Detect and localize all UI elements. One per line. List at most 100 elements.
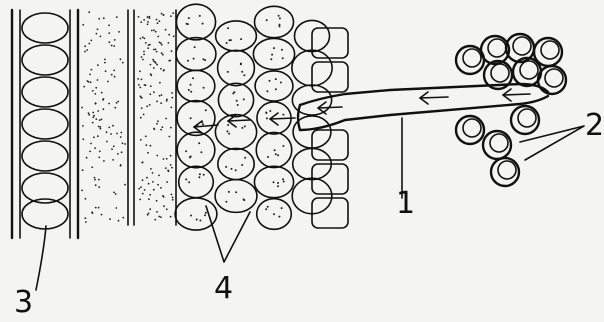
cell-dot xyxy=(226,130,228,132)
cell-dot xyxy=(278,15,280,17)
stipple-dot xyxy=(140,95,142,97)
stipple-dot xyxy=(118,31,120,33)
stipple-dot xyxy=(82,169,84,171)
cell-dot xyxy=(202,58,204,60)
stipple-dot xyxy=(122,142,124,144)
stipple-dot xyxy=(101,214,103,216)
stipple-dot xyxy=(139,70,141,72)
soil-particle xyxy=(491,158,519,186)
stipple-dot xyxy=(142,193,144,195)
cell-dot xyxy=(273,47,275,49)
stipple-dot xyxy=(171,50,173,52)
xylem-ring xyxy=(22,45,68,75)
cortex-cell xyxy=(177,70,215,101)
stipple-dot xyxy=(140,139,142,141)
stipple-dot xyxy=(100,128,102,130)
stipple-dot xyxy=(172,197,174,199)
cell-dot xyxy=(281,207,283,209)
soil-particle xyxy=(538,66,566,94)
stipple-dot xyxy=(98,207,100,209)
cell-dot xyxy=(228,191,230,193)
stipple-dot xyxy=(170,127,172,129)
stipple-dot xyxy=(149,194,151,196)
stipple-dot xyxy=(148,198,150,200)
cell-dot xyxy=(283,181,285,183)
stipple-dot xyxy=(95,207,97,209)
stipple-dot xyxy=(109,218,111,220)
stipple-dot xyxy=(158,175,160,177)
cell-dot xyxy=(267,156,269,158)
stipple-dot xyxy=(166,158,168,160)
stipple-dot xyxy=(156,155,158,157)
stipple-dot xyxy=(124,143,126,145)
stipple-dot xyxy=(88,43,90,45)
arrow-2 xyxy=(420,92,448,104)
stipple-dot xyxy=(88,112,90,114)
stipple-dot xyxy=(139,87,141,89)
stipple-dot xyxy=(150,73,152,75)
arrow-1 xyxy=(503,89,530,101)
stipple-dot xyxy=(86,157,88,159)
stipple-dot xyxy=(95,118,97,120)
stipple-dot xyxy=(170,164,172,166)
stipple-dot xyxy=(140,117,142,119)
stipple-dot xyxy=(84,45,86,47)
stipple-dot xyxy=(94,177,96,179)
stipple-dot xyxy=(122,217,124,219)
stipple-dot xyxy=(150,64,152,66)
stipple-dot xyxy=(148,213,150,215)
cell-dot xyxy=(199,173,201,175)
stipple-dot xyxy=(165,29,167,31)
stipple-dot xyxy=(106,131,108,133)
cell-dot xyxy=(228,39,230,41)
cell-dot xyxy=(244,125,246,127)
stipple-dot xyxy=(156,211,158,213)
stipple-dot xyxy=(96,33,98,35)
stipple-dot xyxy=(163,158,165,160)
cell-dot xyxy=(187,60,189,62)
stipple-dot xyxy=(108,32,110,34)
cell-dot xyxy=(282,178,284,180)
stipple-dot xyxy=(149,17,151,19)
soil-particle xyxy=(511,106,539,134)
cortex-cell xyxy=(176,38,216,71)
stipple-dot xyxy=(88,11,90,13)
stipple-dot xyxy=(163,196,165,198)
cell-dot xyxy=(227,27,229,29)
stipple-dot xyxy=(161,13,163,15)
soil-particle-inner xyxy=(518,109,536,127)
stipple-dot xyxy=(169,60,171,62)
cell-dot xyxy=(273,213,275,215)
cell-dot xyxy=(277,154,279,156)
cortex-cell xyxy=(218,148,254,179)
stipple-dot xyxy=(97,135,99,137)
stipple-dot xyxy=(157,36,159,38)
cell-dot xyxy=(273,181,275,183)
cell-dot xyxy=(192,77,194,79)
cortex-cell xyxy=(177,132,215,168)
stipple-dot xyxy=(148,183,150,185)
soil-particles xyxy=(456,34,566,186)
stipple-dot xyxy=(159,95,161,97)
stipple-dot xyxy=(84,51,86,53)
stipple-dot xyxy=(138,188,140,190)
stipple-dot xyxy=(88,81,90,83)
stipple-dot xyxy=(98,126,100,128)
stipple-dot xyxy=(113,45,115,47)
stipple-dot xyxy=(112,125,114,127)
stipple-dot xyxy=(160,187,162,189)
stipple-dot xyxy=(113,145,115,147)
stipple-dot xyxy=(108,24,110,26)
stipple-dot xyxy=(117,153,119,155)
stipple-dot xyxy=(93,136,95,138)
stipple-dot xyxy=(92,116,94,118)
stipple-dot xyxy=(171,167,173,169)
cell-dot xyxy=(203,174,205,176)
cell-dot xyxy=(196,219,198,221)
stipple-dot xyxy=(156,123,158,125)
stipple-dot xyxy=(94,147,96,149)
stipple-dot xyxy=(162,54,164,56)
soil-particle xyxy=(456,46,484,74)
stipple-dot xyxy=(159,20,161,22)
